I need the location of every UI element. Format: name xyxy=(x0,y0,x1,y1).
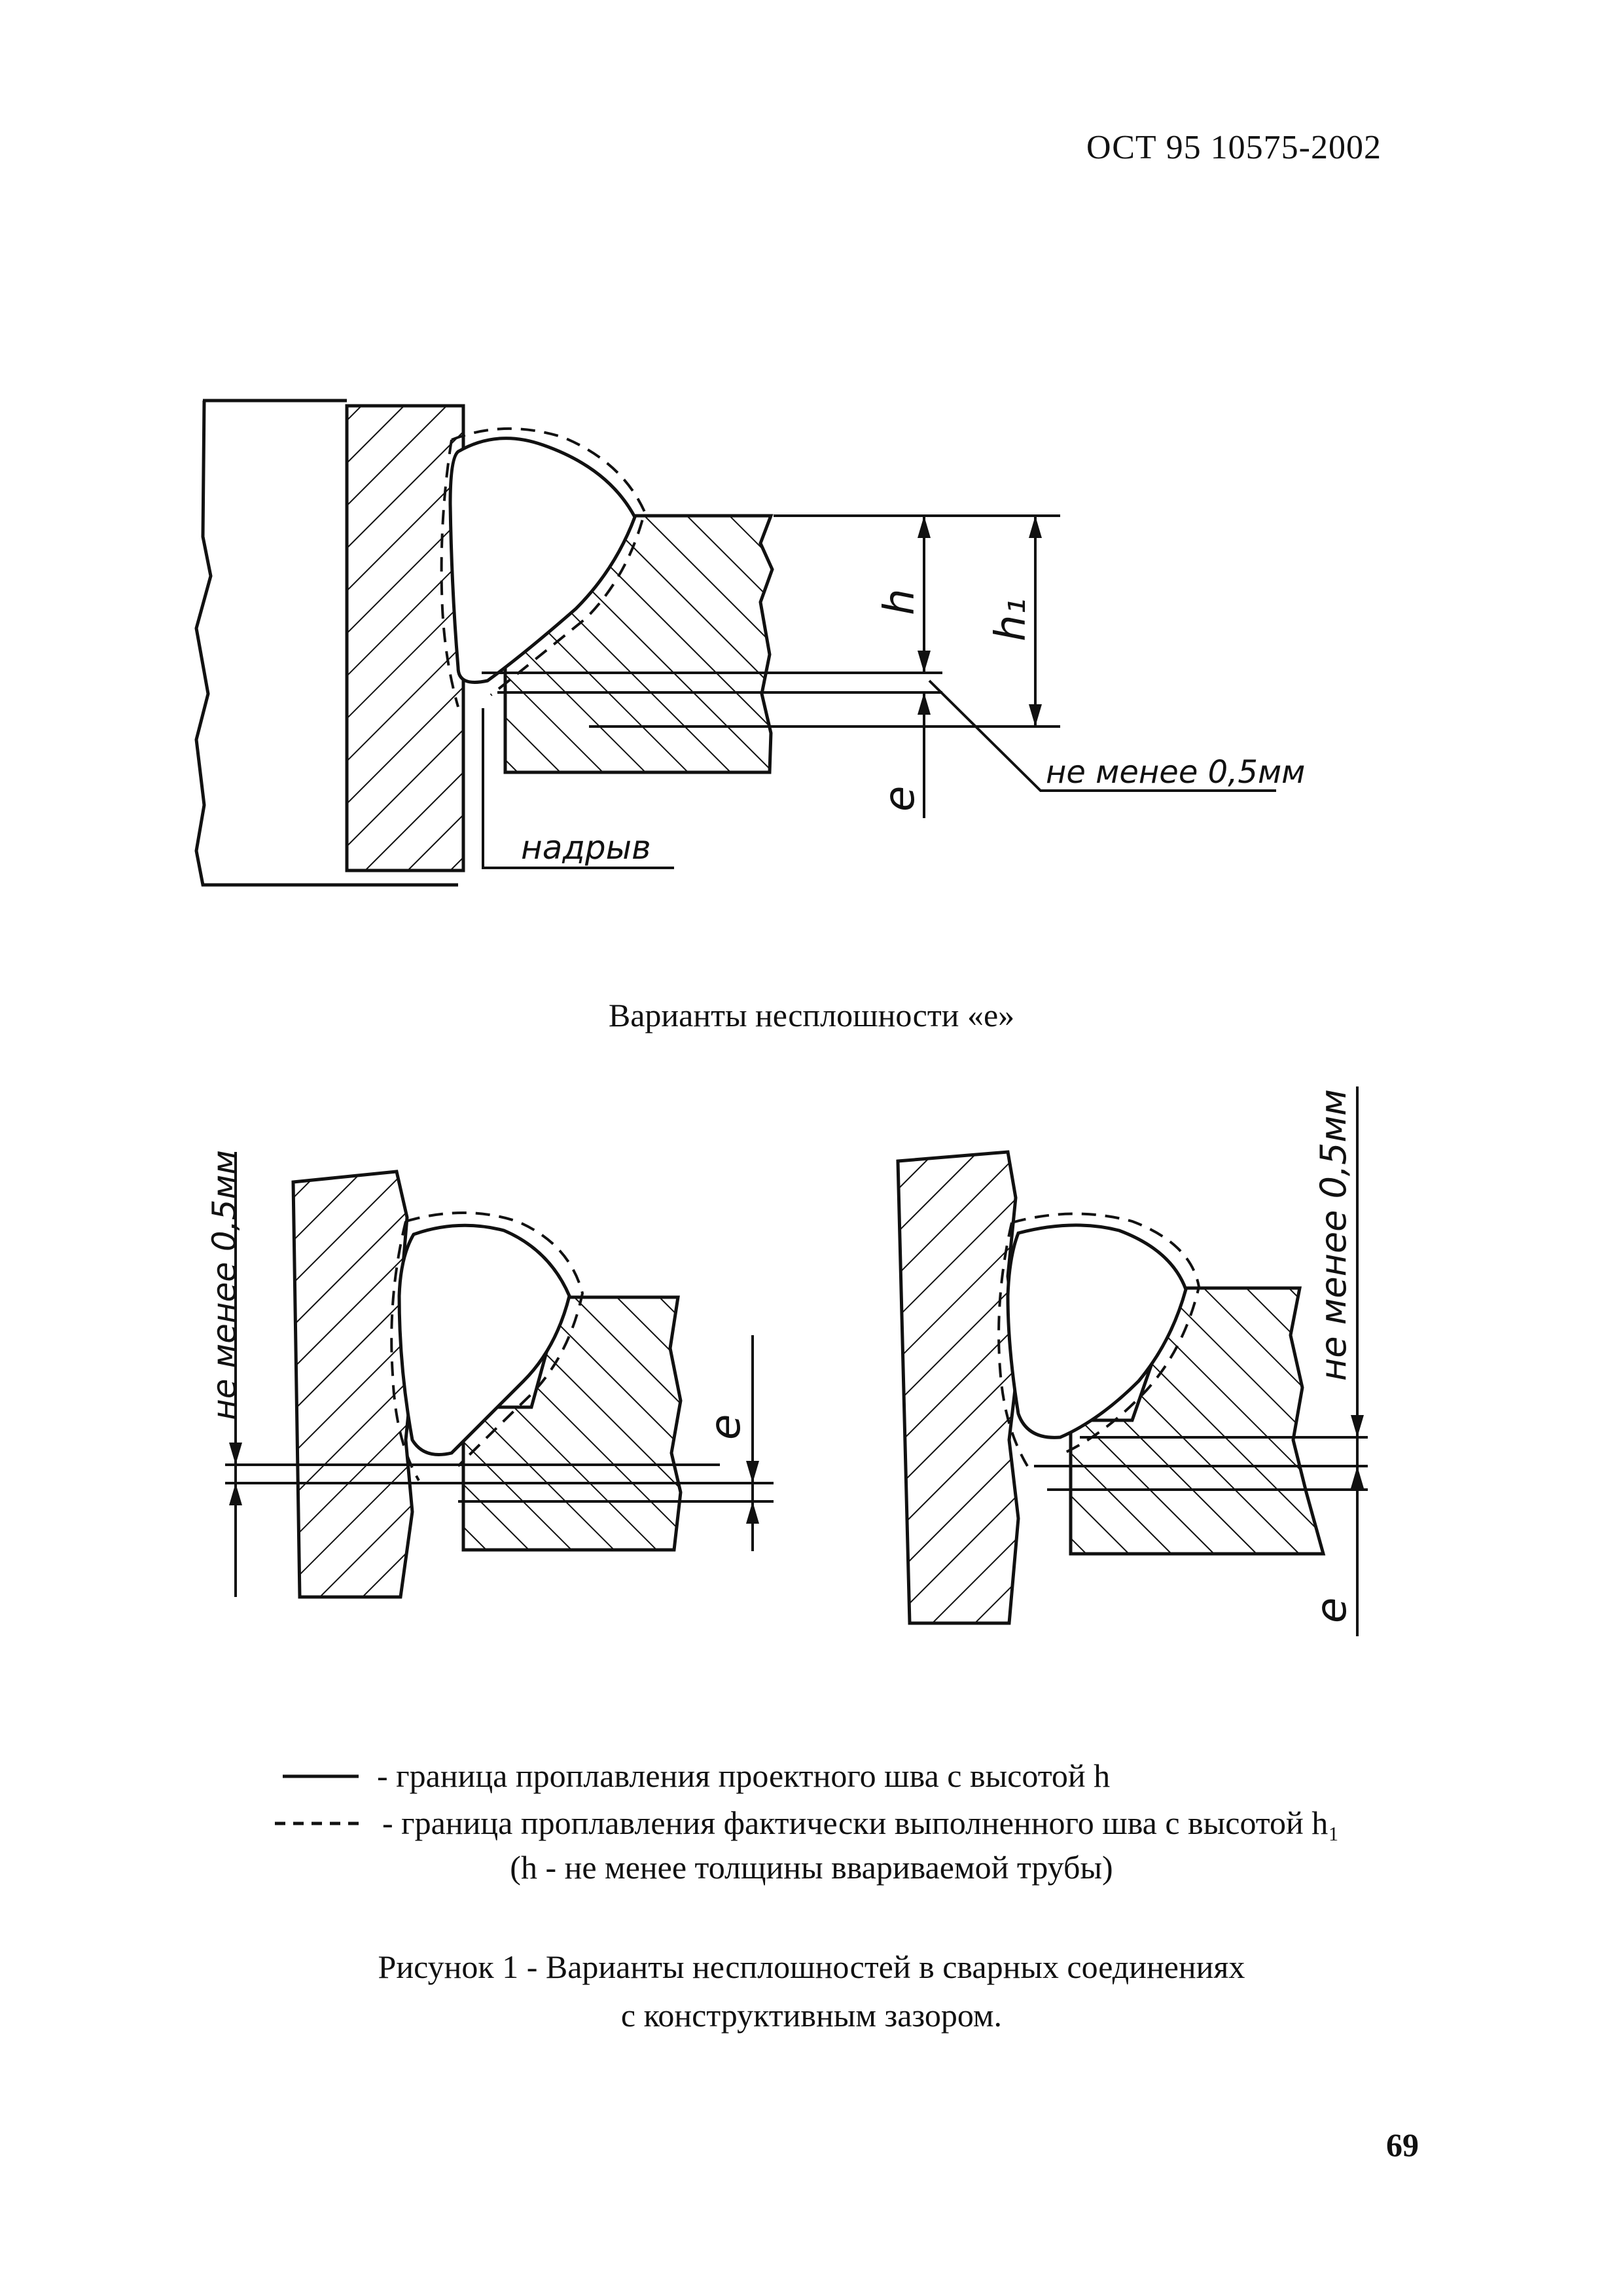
legend-solid-text: - граница проплавления проектного шва с … xyxy=(377,1757,1111,1794)
br-weld-dashed xyxy=(997,1212,1201,1467)
bl-label-e: e xyxy=(702,1414,750,1440)
figure-caption-line2: с конструктивным зазором. xyxy=(620,1997,1003,2034)
legend-note: (h - не менее толщины ввариваемой трубы) xyxy=(510,1849,1113,1886)
top-label-tear: надрыв xyxy=(521,829,651,867)
section-title: Варианты несплошности «е» xyxy=(608,997,1015,1033)
figure-top: h h₁ e не менее 0,5мм надрыв xyxy=(194,399,1305,887)
br-left-plate xyxy=(896,1150,1020,1625)
figure-bottom-right: не менее 0,5мм e xyxy=(896,1086,1368,1636)
document-code: ОСТ 95 10575-2002 xyxy=(1086,129,1382,166)
top-min-gap-leader xyxy=(928,679,1276,792)
page-number: 69 xyxy=(1386,2126,1419,2163)
bl-weld-dashed xyxy=(390,1211,584,1482)
top-weld-dashed xyxy=(440,427,647,708)
bl-label-min-gap: не менее 0,5мм xyxy=(205,1150,243,1420)
top-label-h: h xyxy=(876,588,924,615)
top-label-min-gap: не менее 0,5мм xyxy=(1046,754,1305,791)
br-label-min-gap: не менее 0,5мм xyxy=(1313,1089,1354,1381)
bl-left-plate xyxy=(291,1170,414,1599)
top-weld-solid xyxy=(448,437,637,684)
br-weld-solid xyxy=(1006,1223,1188,1439)
top-label-e: e xyxy=(876,786,924,812)
top-tear-leader xyxy=(482,708,674,869)
legend-dashed-text: - граница проплавления фактически выполн… xyxy=(382,1804,1340,1841)
br-label-e: e xyxy=(1308,1598,1356,1623)
top-outer-contour xyxy=(194,399,458,887)
top-label-h1: h₁ xyxy=(987,598,1035,641)
bl-weld-solid xyxy=(397,1223,571,1456)
figure-caption-line1: Рисунок 1 - Варианты несплошностей в сва… xyxy=(378,1948,1245,1985)
figure-bottom-left: не менее 0,5мм e xyxy=(205,1150,774,1599)
